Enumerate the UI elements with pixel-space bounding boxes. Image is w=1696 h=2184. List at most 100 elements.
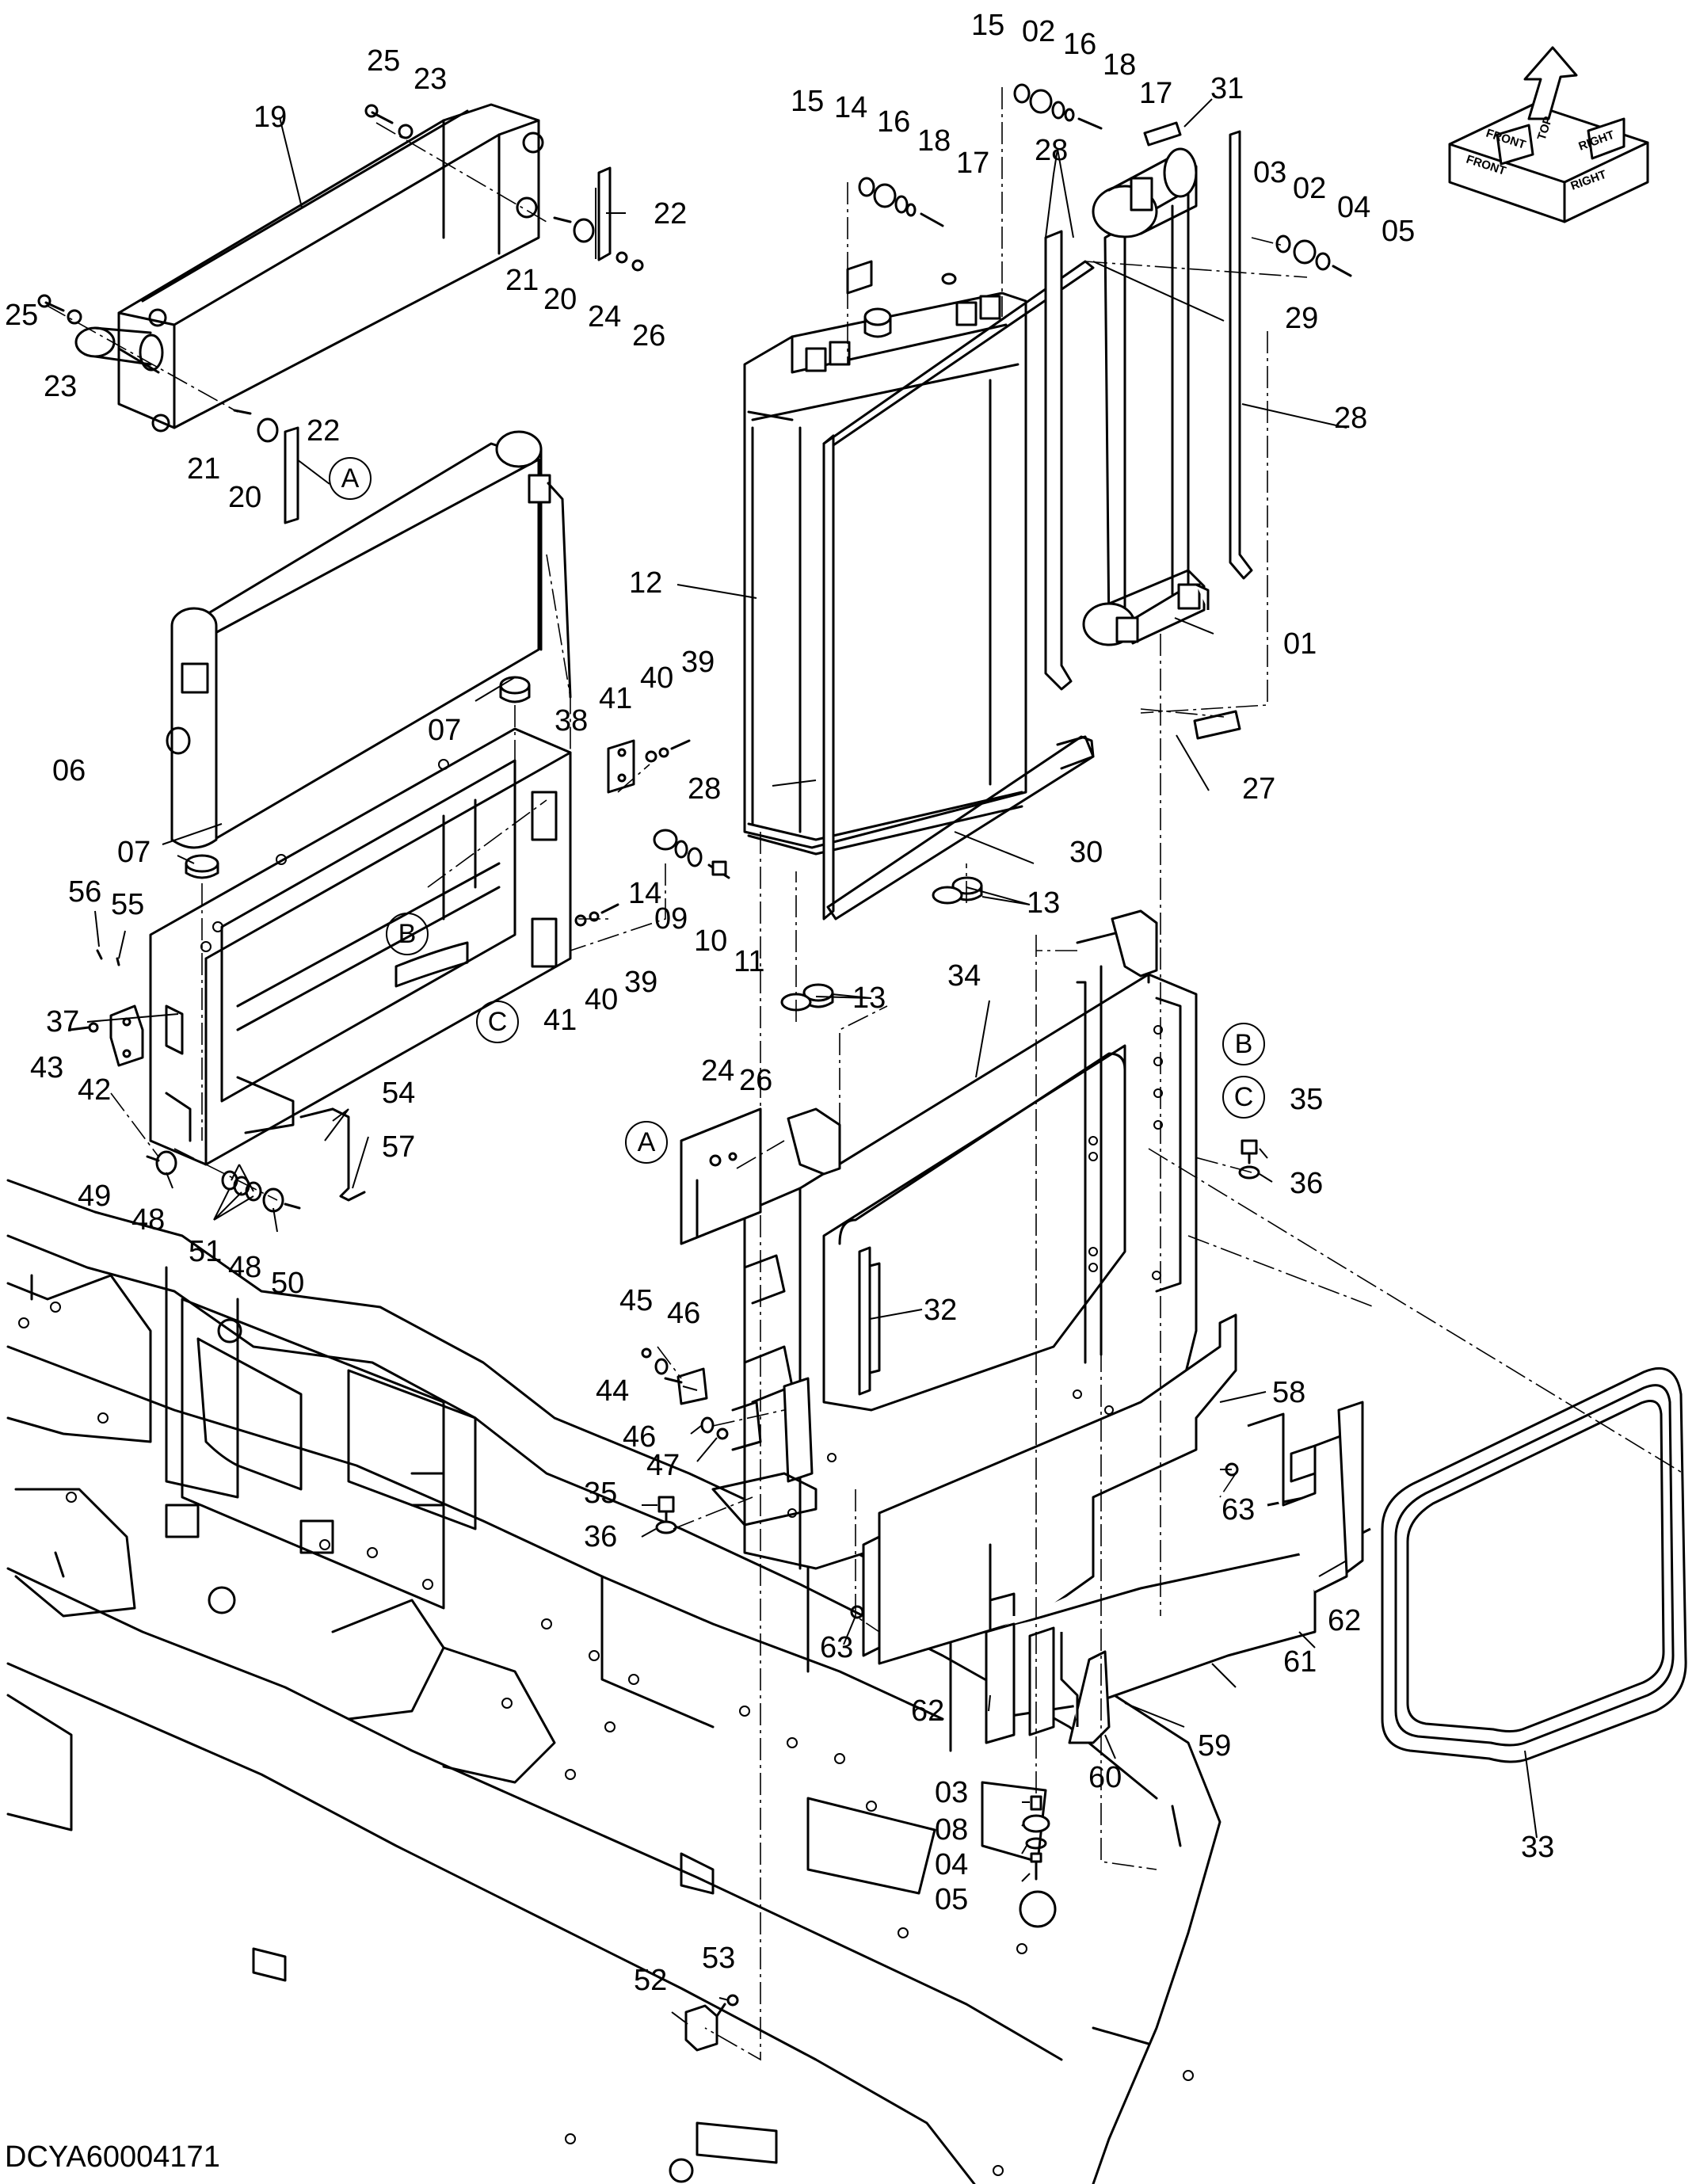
reference-marker-c-left-label: C <box>488 1007 508 1037</box>
support-frame-37 <box>149 727 572 1166</box>
callout-62-left: 62 <box>911 1694 944 1728</box>
callout-39-top: 39 <box>681 646 715 679</box>
callout-14-mid: 14 <box>834 91 867 124</box>
reference-marker-a-lower <box>625 1121 668 1164</box>
callout-35-right: 35 <box>1290 1083 1323 1116</box>
callout-07-bottom: 07 <box>117 836 151 869</box>
callout-24-lower: 24 <box>701 1054 734 1088</box>
callout-22-left: 22 <box>307 414 340 448</box>
callout-43: 43 <box>30 1051 63 1084</box>
callout-03-right: 03 <box>1253 156 1286 189</box>
callout-28-mid: 28 <box>688 772 721 806</box>
callout-05-bottom: 05 <box>935 1883 968 1916</box>
leader-lines <box>86 98 1538 2025</box>
callout-41-top: 41 <box>599 682 632 715</box>
callout-54: 54 <box>382 1077 415 1110</box>
callout-51: 51 <box>189 1235 222 1268</box>
seals-28-29-30 <box>822 130 1253 920</box>
callout-10: 10 <box>694 924 727 958</box>
radiator-12 <box>743 260 1027 856</box>
callout-28-right: 28 <box>1334 402 1367 435</box>
callout-48-left: 48 <box>131 1203 165 1237</box>
bracket-a-plate <box>680 1107 762 1245</box>
mounts-07 <box>185 676 531 879</box>
callout-08: 08 <box>935 1813 968 1847</box>
callout-63-right: 63 <box>1222 1493 1255 1527</box>
callout-42: 42 <box>78 1073 111 1107</box>
bracket-44 <box>641 1347 729 1440</box>
reference-marker-b-right <box>1222 1023 1265 1065</box>
callout-02-top: 02 <box>1022 15 1055 48</box>
callout-04-bottom: 04 <box>935 1848 968 1881</box>
bracket-52 <box>684 1994 739 2052</box>
callout-59: 59 <box>1198 1729 1231 1763</box>
callout-35-left: 35 <box>584 1477 617 1510</box>
callout-19: 19 <box>253 101 287 134</box>
callout-44: 44 <box>596 1374 629 1408</box>
callout-48-right: 48 <box>228 1251 261 1284</box>
callout-25-left: 25 <box>5 299 38 332</box>
callout-17-mid: 17 <box>956 147 989 180</box>
callout-53: 53 <box>702 1942 735 1975</box>
washer-26 <box>728 1152 737 1161</box>
callout-31: 31 <box>1210 72 1244 105</box>
callout-36-right: 36 <box>1290 1167 1323 1200</box>
callout-15-top: 15 <box>971 9 1004 42</box>
callout-16-mid: 16 <box>877 105 910 139</box>
reference-marker-a-lower-label: A <box>638 1127 656 1157</box>
callout-32: 32 <box>924 1294 957 1327</box>
callout-labels: 25 23 19 22 21 20 24 26 25 23 21 20 22 1… <box>5 9 1554 1997</box>
callout-18-top: 18 <box>1103 48 1136 82</box>
callout-47: 47 <box>646 1449 680 1482</box>
callout-55: 55 <box>111 888 144 921</box>
callout-27: 27 <box>1242 772 1275 806</box>
fasteners-top <box>858 83 1182 227</box>
callout-30: 30 <box>1069 836 1103 869</box>
bracket-38 <box>607 739 635 794</box>
reference-marker-b-left-label: B <box>398 919 417 949</box>
callout-52: 52 <box>634 1964 667 1997</box>
callout-36-left: 36 <box>584 1520 617 1553</box>
callout-07-top: 07 <box>428 714 461 747</box>
oil-cooler-19 <box>74 103 544 433</box>
callout-12: 12 <box>629 566 662 600</box>
callout-39-bottom: 39 <box>624 966 657 999</box>
fasteners-bottom <box>1022 1795 1050 1881</box>
callout-61: 61 <box>1283 1645 1317 1679</box>
callout-22-top: 22 <box>654 197 687 231</box>
drawing-id-label: DCYA60004171 <box>5 2140 220 2174</box>
intercooler-06 <box>166 430 572 849</box>
reference-marker-c-right-label: C <box>1234 1082 1254 1112</box>
callout-20-top: 20 <box>543 283 577 316</box>
callout-06: 06 <box>52 754 86 787</box>
callout-56: 56 <box>68 875 101 909</box>
callout-16-top: 16 <box>1063 28 1096 61</box>
callout-25-top: 25 <box>367 44 400 78</box>
callout-60: 60 <box>1088 1761 1122 1794</box>
callout-09: 09 <box>654 902 688 936</box>
callout-33: 33 <box>1521 1831 1554 1864</box>
callout-24-top: 24 <box>588 300 621 334</box>
callout-37: 37 <box>46 1005 79 1039</box>
orientation-compass: FRONT FRONT TOP RIGHT RIGHT <box>1448 46 1649 223</box>
callout-63-left: 63 <box>820 1631 853 1664</box>
callout-04-right: 04 <box>1337 191 1370 224</box>
callout-03-bottom: 03 <box>935 1776 968 1809</box>
seal-33 <box>1381 1367 1687 1763</box>
callout-01: 01 <box>1283 627 1317 661</box>
nut-24 <box>709 1154 722 1167</box>
callout-17-top: 17 <box>1139 77 1172 110</box>
callout-23-left: 23 <box>44 370 77 403</box>
callout-02-right: 02 <box>1293 172 1326 205</box>
callout-05-right: 05 <box>1382 215 1415 248</box>
callout-57: 57 <box>382 1130 415 1164</box>
callout-11: 11 <box>734 945 764 978</box>
callout-20-left: 20 <box>228 481 261 514</box>
reference-marker-a-upper <box>329 457 372 500</box>
reference-marker-c-right <box>1222 1076 1265 1119</box>
fan-shroud-34 <box>680 909 1198 1570</box>
charge-air-cooler-01 <box>1082 147 1210 646</box>
callout-14-bottom: 14 <box>628 877 661 910</box>
callout-13-right: 13 <box>1027 886 1060 920</box>
